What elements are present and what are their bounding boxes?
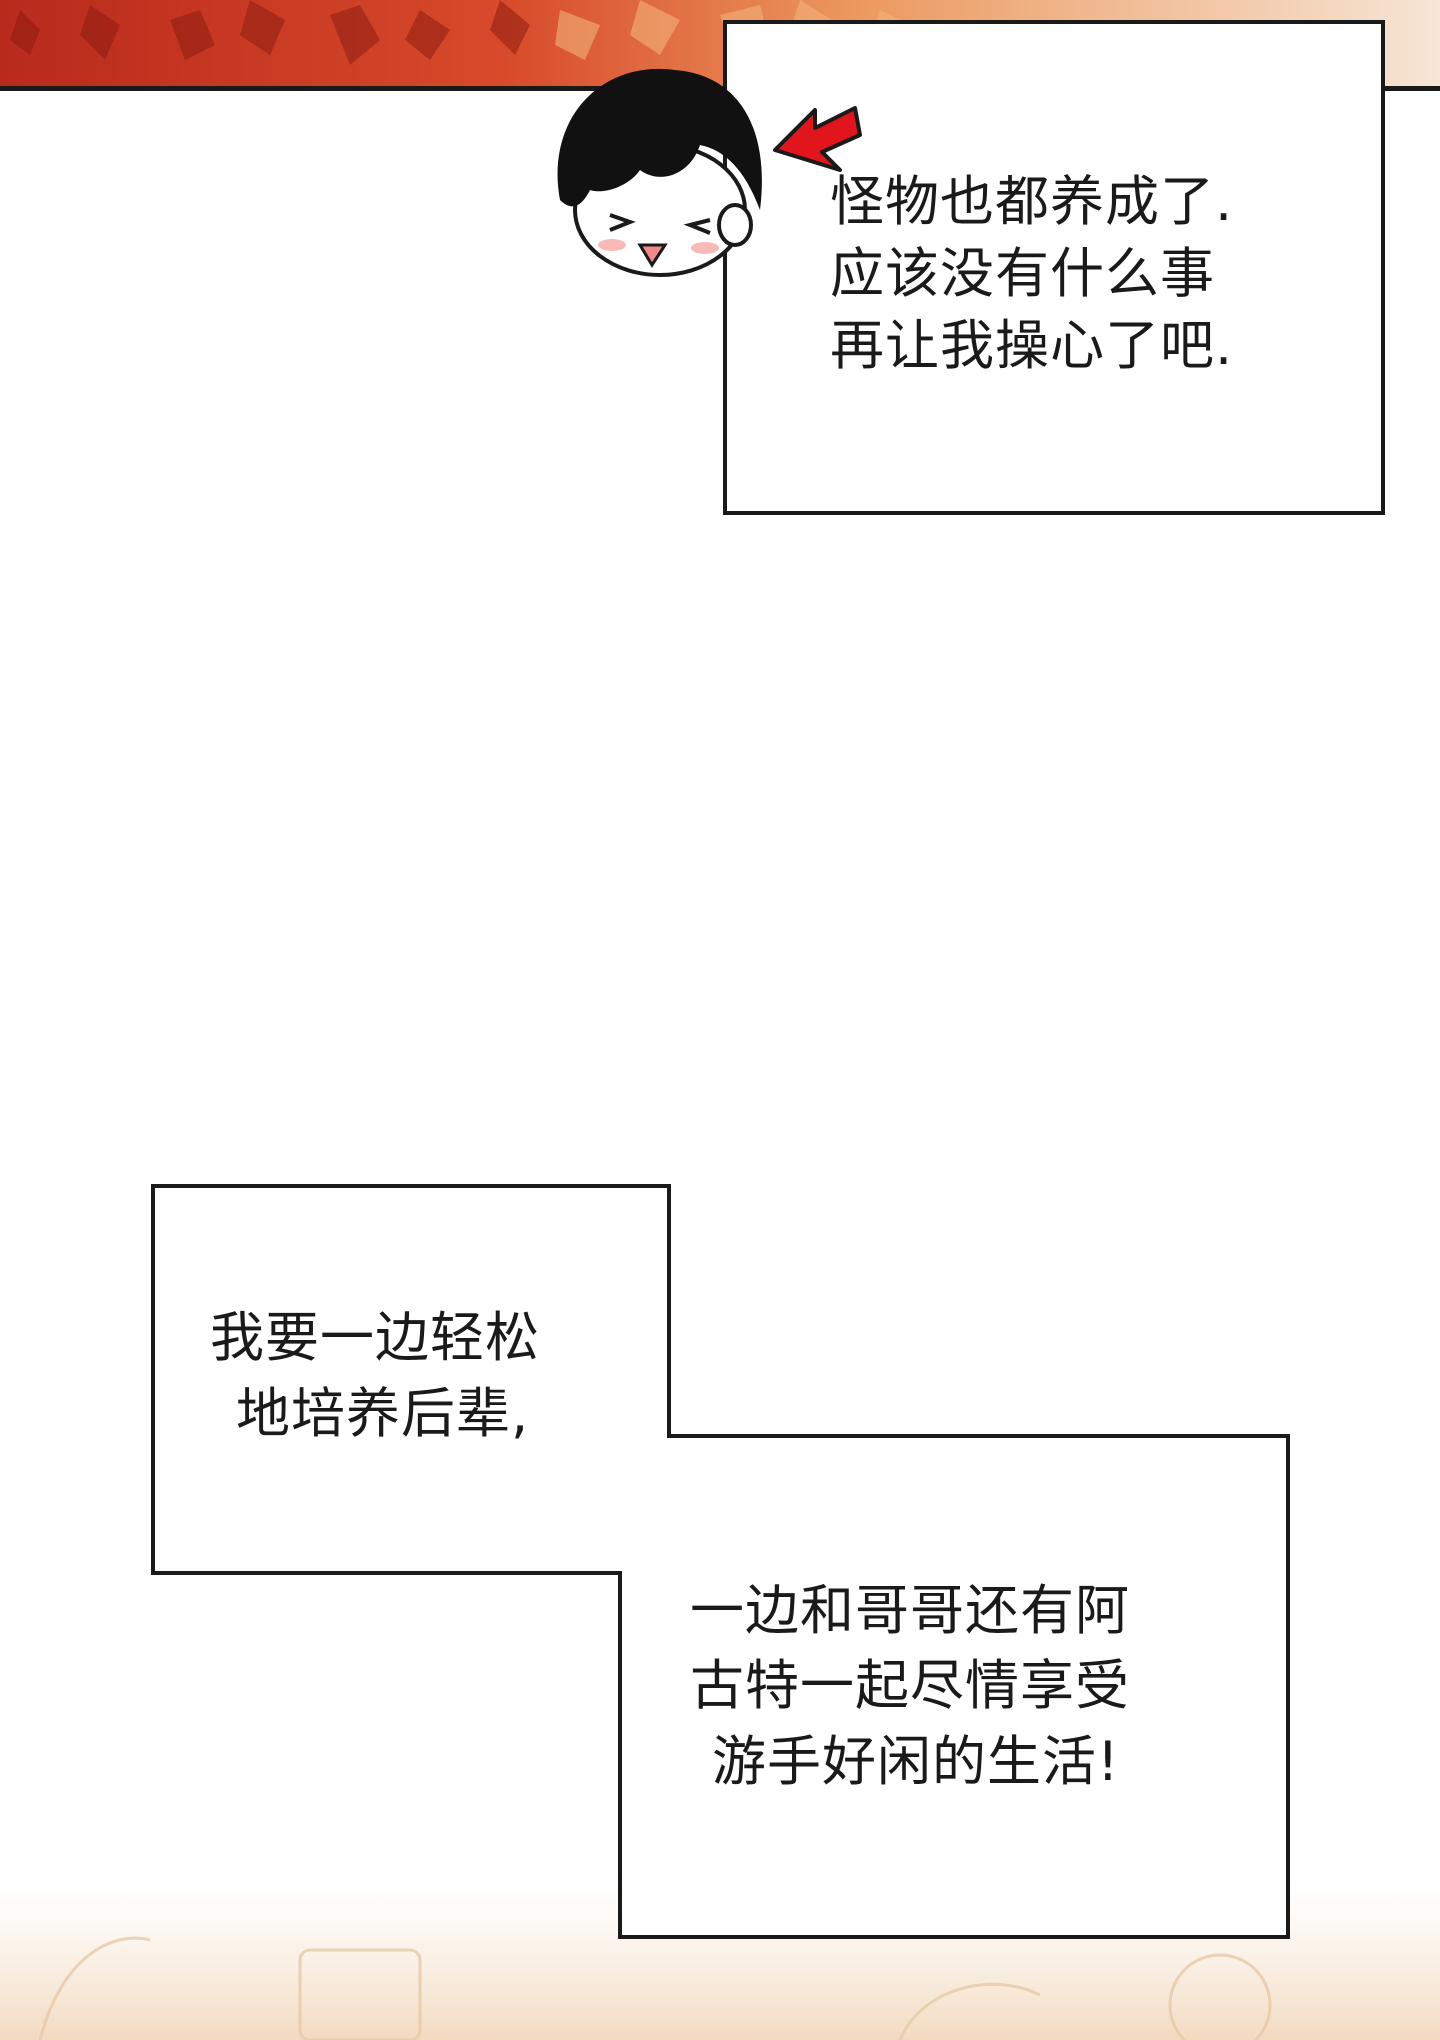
bottom-caption-upper-line-1: 我要一边轻松 <box>210 1306 540 1369</box>
red-arrow-icon <box>773 106 862 172</box>
top-caption-box <box>723 20 1385 515</box>
top-caption-line-1: 怪物也都养成了. <box>830 170 1234 233</box>
bottom-caption-lower-line-1: 一边和哥哥还有阿 <box>690 1579 1130 1642</box>
chibi-character-face <box>557 68 762 277</box>
bottom-caption-lower-line-3: 游手好闲的生活! <box>712 1730 1120 1793</box>
top-caption-line-2: 应该没有什么事 <box>830 242 1215 305</box>
bottom-caption-lower-line-2: 古特一起尽情享受 <box>690 1654 1130 1717</box>
bottom-caption-upper-line-2: 地培养后辈, <box>236 1382 530 1445</box>
top-caption-line-3: 再让我操心了吧. <box>830 314 1234 377</box>
